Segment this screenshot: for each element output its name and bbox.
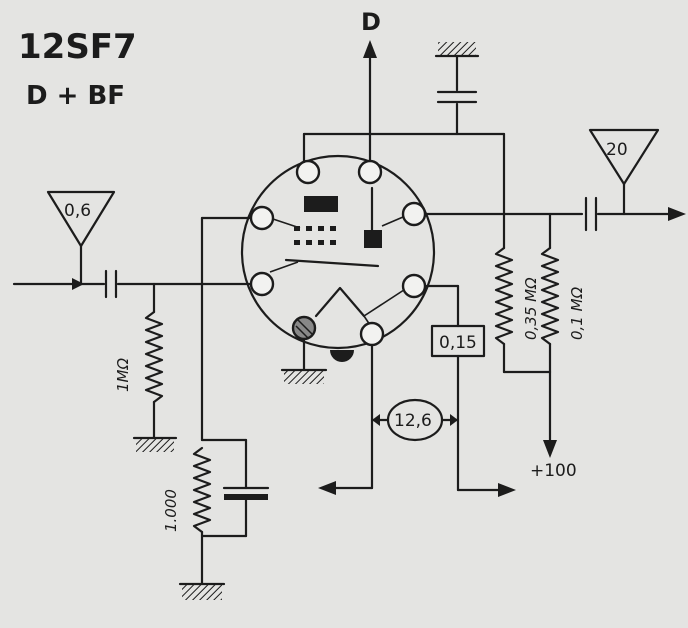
anode-resistor-2 <box>540 246 560 346</box>
tube-function-subtitle: D + BF <box>26 81 125 111</box>
grid-leak-resistor <box>144 310 164 404</box>
grid-resistor-value: 1MΩ <box>114 358 132 392</box>
heater-arrow-right <box>498 483 516 497</box>
input-level-label: 0,6 <box>64 201 91 221</box>
ground-symbol-shield <box>284 370 324 384</box>
anode-resistor-2-value: 0,1 MΩ <box>568 286 586 340</box>
output-level-label: 20 <box>606 140 628 160</box>
ground-symbol-grid <box>136 438 174 452</box>
cathode-resistor-value: 1.000 <box>162 489 180 532</box>
pin-left-lower <box>249 271 275 297</box>
pin-right-lower <box>401 273 427 299</box>
anode-resistor-1-value: 0,35 MΩ <box>522 277 540 340</box>
diode-output-arrow <box>363 40 377 58</box>
anode-resistor-1 <box>494 246 514 346</box>
pin-right-upper <box>401 201 427 227</box>
tube-key <box>330 350 354 362</box>
control-grid <box>294 226 336 245</box>
output-capacitor <box>584 196 598 232</box>
tube-envelope <box>240 154 436 350</box>
pin-top-left <box>295 159 321 185</box>
pin-left-upper <box>249 205 275 231</box>
cathode-resistor <box>192 446 212 534</box>
tube-type-title: 12SF7 <box>18 27 137 67</box>
pin-bottom <box>359 321 385 347</box>
output-arrow <box>668 207 686 221</box>
triode-plate <box>364 230 382 248</box>
supply-voltage-label: +100 <box>530 461 577 481</box>
ground-symbol-cathode <box>182 584 222 600</box>
diode-anode-plate <box>304 196 338 212</box>
pin-shield <box>291 315 317 341</box>
ground-symbol-top <box>438 42 476 56</box>
cathode-sleeve <box>284 258 380 268</box>
heater-voltage-circle <box>386 398 444 442</box>
bypass-capacitor <box>436 90 478 104</box>
supply-arrow <box>543 440 557 458</box>
heater-filament <box>314 286 366 318</box>
pin-top-right <box>357 159 383 185</box>
heater-arrow-left <box>318 481 336 495</box>
output-triangle: 20 <box>588 128 660 186</box>
heater-current-label: 0,15 <box>439 333 477 353</box>
cathode-capacitor <box>222 486 270 500</box>
heater-voltage-label: 12,6 <box>394 411 432 431</box>
input-capacitor <box>104 269 118 299</box>
input-arrow <box>72 278 84 290</box>
input-triangle: 0,6 <box>46 190 116 248</box>
diode-output-label: D <box>361 8 381 36</box>
